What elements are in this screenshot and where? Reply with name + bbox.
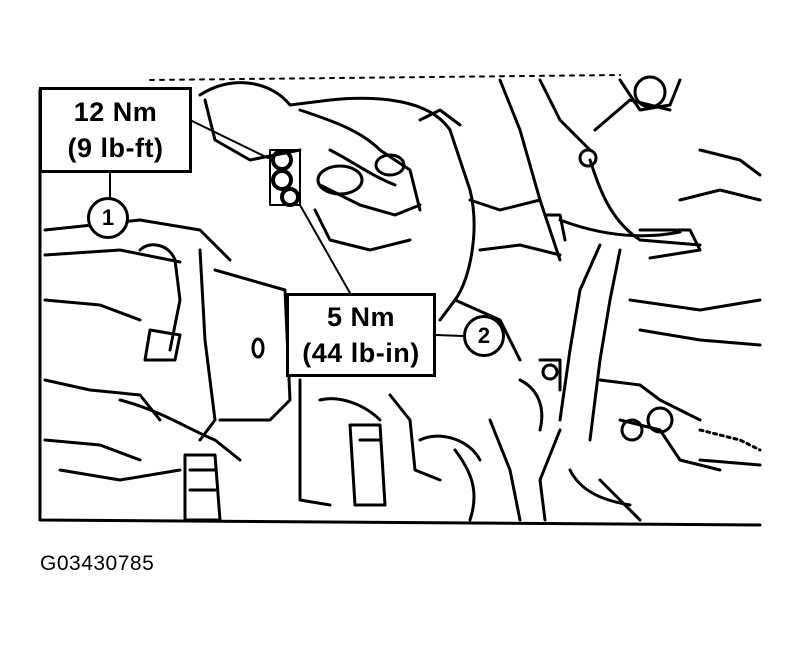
torque-label-1: 12 Nm (9 lb-ft) — [39, 87, 192, 173]
torque-imperial-1: (9 lb-ft) — [67, 133, 164, 163]
engine-housing — [198, 81, 476, 322]
leader-line-2 — [299, 204, 351, 294]
torque-nm-1: 12 Nm — [73, 97, 158, 127]
torque-nm-2: 5 Nm — [326, 302, 396, 332]
callout-number-1: 1 — [101, 205, 115, 230]
callout-2: 2 — [463, 315, 505, 357]
callout2-stem — [435, 334, 464, 337]
callout-number-2: 2 — [477, 323, 491, 348]
bolt-cluster-1 — [269, 149, 301, 207]
callout-1: 1 — [87, 197, 129, 239]
leader-line-1 — [189, 119, 269, 159]
torque-imperial-2: (44 lb-in) — [302, 338, 420, 368]
figure-id: G03430785 — [40, 552, 155, 575]
torque-label-2: 5 Nm (44 lb-in) — [286, 293, 436, 377]
